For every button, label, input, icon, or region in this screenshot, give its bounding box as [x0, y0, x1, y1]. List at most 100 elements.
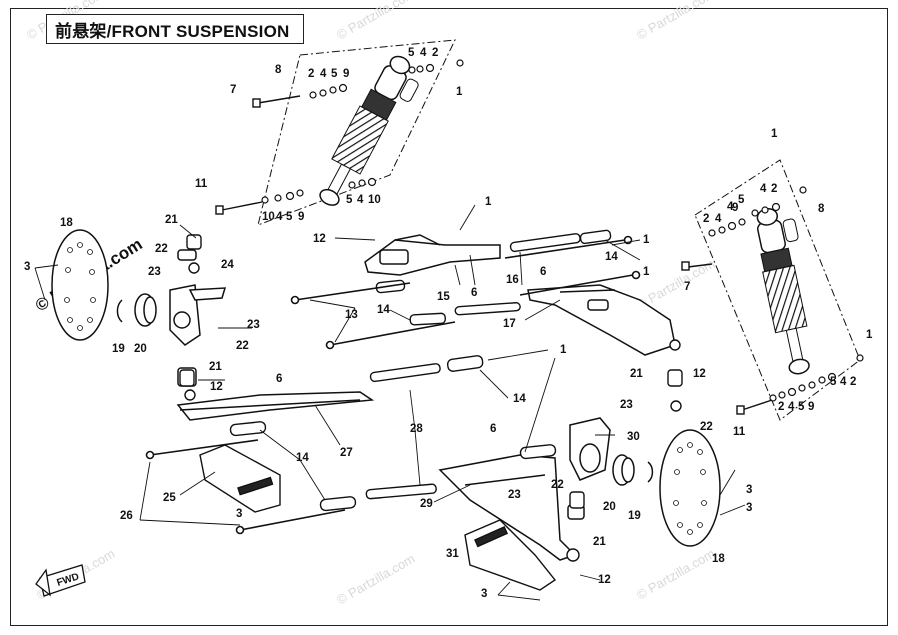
fwd-arrow: FWD — [35, 564, 86, 597]
diagram-frame — [10, 8, 888, 626]
callout: 9 — [808, 401, 814, 413]
callout: 5 — [331, 68, 338, 80]
callout: 1 — [771, 128, 778, 140]
leader-lines — [34, 204, 746, 601]
callout: 5 — [830, 376, 837, 388]
callout: 22 — [700, 421, 713, 433]
callout: 2 — [778, 401, 784, 413]
callout: 4 — [357, 194, 364, 206]
shock-hardware — [261, 59, 864, 402]
callout: 19 — [112, 343, 125, 355]
callout: 7 — [684, 281, 690, 293]
callout: 8 — [818, 203, 825, 215]
callout: 21 — [209, 361, 222, 373]
callout: 6 — [276, 373, 282, 385]
callout: 6 — [490, 423, 496, 435]
callout: 24 — [221, 259, 234, 271]
callout: 23 — [508, 489, 521, 501]
callout-numbers: 8 2 4 5 9 5 4 2 1 7 11 10 4 5 9 5 4 10 1… — [24, 47, 873, 600]
callout: 28 — [410, 423, 423, 435]
callout: 11 — [733, 426, 746, 438]
diagram-title-box: 前悬架/FRONT SUSPENSION — [46, 14, 304, 44]
left-bearing-and-ring — [116, 293, 157, 327]
callout: 12 — [598, 574, 611, 586]
callout: 23 — [620, 399, 633, 411]
callout: 23 — [247, 319, 260, 331]
callout: 23 — [148, 266, 161, 278]
a-arm-guard-front — [464, 519, 557, 591]
callout: 14 — [513, 393, 526, 405]
callout: 4 — [788, 401, 795, 413]
watermark-text: © Partzilla.com — [634, 546, 717, 603]
callout: 2 — [308, 68, 314, 80]
callout: 20 — [603, 501, 616, 513]
callout: 12 — [210, 381, 223, 393]
callout: 5 — [738, 194, 745, 206]
callout: 1 — [643, 266, 650, 278]
callout: 3 — [746, 484, 752, 496]
callout: 6 — [540, 266, 546, 278]
callout: 3 — [236, 508, 242, 520]
callout: 20 — [134, 343, 147, 355]
callout: 2 — [850, 376, 856, 388]
page-title: 前悬架/FRONT SUSPENSION — [55, 21, 290, 41]
callout: 4 — [760, 183, 767, 195]
callout: 12 — [693, 368, 706, 380]
callout: 15 — [437, 291, 450, 303]
callout: 5 — [798, 401, 805, 413]
callout: 5 — [408, 47, 415, 59]
callout: 9 — [298, 211, 304, 223]
callout: 1 — [643, 234, 650, 246]
callout: 21 — [630, 368, 643, 380]
callout: 1 — [485, 196, 492, 208]
callout: 4 — [840, 376, 847, 388]
upper-a-arm-front — [527, 284, 676, 356]
ball-joints — [179, 234, 683, 562]
bushing-pipes — [229, 229, 612, 512]
callout: 25 — [163, 492, 176, 504]
callout: 2 — [771, 183, 777, 195]
callout: 22 — [551, 479, 564, 491]
callout: 8 — [275, 64, 282, 76]
callout: 4 — [320, 68, 327, 80]
right-bearing-and-ring — [612, 454, 654, 486]
callout: 10 — [368, 194, 381, 206]
lower-a-arm-rear — [176, 391, 375, 421]
callout: 30 — [627, 431, 640, 443]
left-brake-disc — [51, 229, 109, 341]
watermark-text: © Partzilla.com — [334, 551, 417, 608]
a-arm-guard-rear — [199, 444, 281, 513]
callout: 4 — [727, 201, 734, 213]
callout: 13 — [345, 309, 358, 321]
right-brake-disc — [659, 429, 721, 547]
callout: 29 — [420, 498, 433, 510]
left-shock-absorber — [319, 55, 419, 206]
callout: 3 — [24, 261, 30, 273]
callout: 14 — [605, 251, 618, 263]
callout: 17 — [503, 318, 516, 330]
callout: 18 — [712, 553, 725, 565]
callout: 5 — [346, 194, 353, 206]
callout: 11 — [195, 178, 208, 190]
callout: 4 — [276, 211, 283, 223]
callout: 9 — [343, 68, 349, 80]
callout: 18 — [60, 217, 73, 229]
callout: 22 — [155, 243, 168, 255]
callout: 7 — [230, 84, 236, 96]
callout: 2 — [703, 213, 709, 225]
callout: 4 — [715, 213, 722, 225]
callout: 10 — [262, 211, 275, 223]
callout: 22 — [236, 340, 249, 352]
callout: 9 — [732, 202, 738, 214]
callout: 5 — [286, 211, 293, 223]
left-shock-dashed-box — [257, 39, 456, 226]
callout: 19 — [628, 510, 641, 522]
callout: 1 — [560, 344, 567, 356]
callout: 16 — [506, 274, 519, 286]
callout: 26 — [120, 510, 133, 522]
right-steering-knuckle — [567, 417, 611, 520]
callout: 3 — [746, 502, 752, 514]
right-shock-absorber — [756, 208, 810, 375]
callout: 6 — [471, 287, 477, 299]
shock-bolts — [215, 95, 773, 415]
